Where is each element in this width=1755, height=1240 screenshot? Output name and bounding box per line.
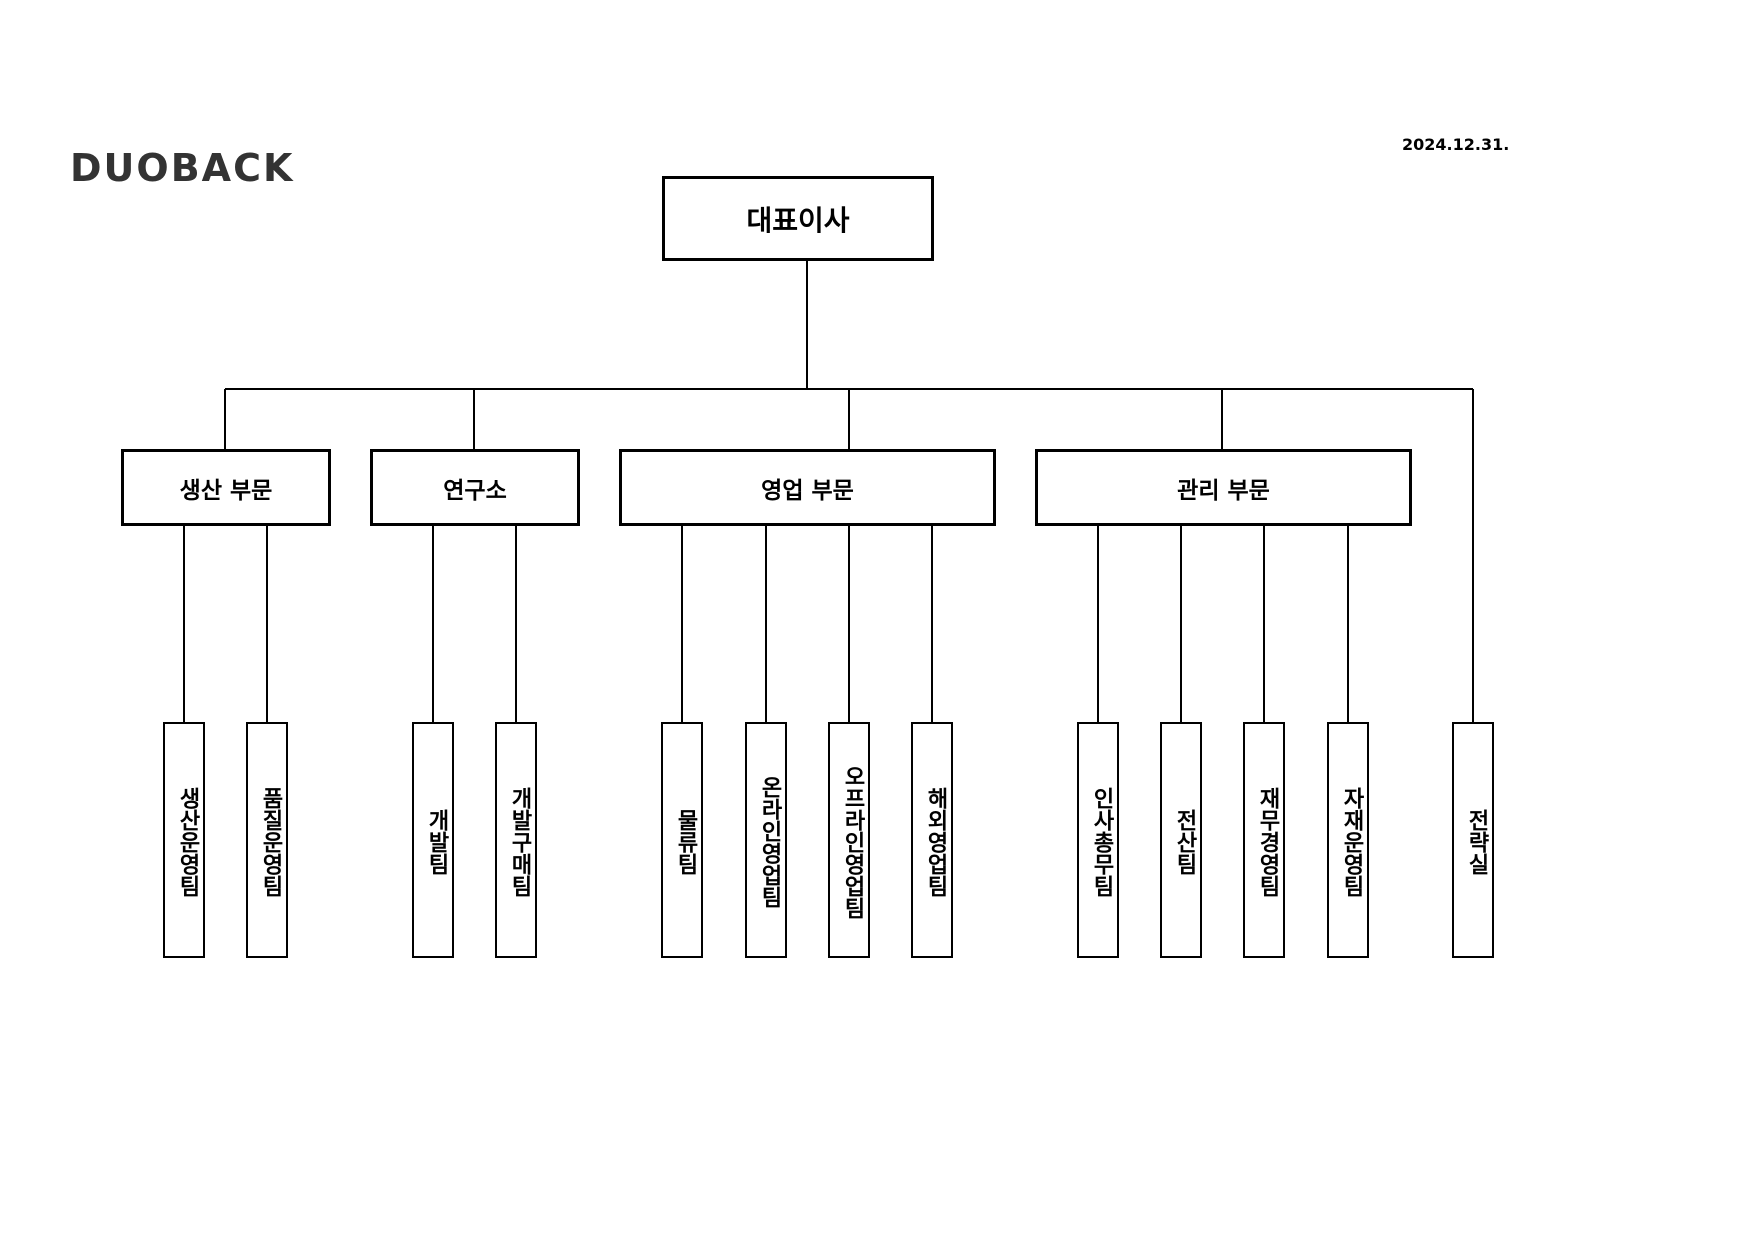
team-label: 오프라인영업팀 <box>840 765 865 919</box>
company-logo: DUOBACK <box>70 146 295 190</box>
team-box: 품질운영팀 <box>246 722 288 958</box>
team-label: 생산운영팀 <box>175 787 200 897</box>
team-box: 인사총무팀 <box>1077 722 1119 958</box>
team-label: 개발구매팀 <box>507 787 532 897</box>
team-label: 물류팀 <box>673 809 698 875</box>
team-label: 인사총무팀 <box>1089 787 1114 897</box>
ceo-box: 대표이사 <box>662 176 934 261</box>
division-label: 영업 부문 <box>761 477 854 504</box>
team-label: 품질운영팀 <box>258 787 283 897</box>
division-admin: 관리 부문 <box>1035 449 1412 526</box>
division-label: 연구소 <box>443 477 507 504</box>
team-box: 개발팀 <box>412 722 454 958</box>
team-box: 자재운영팀 <box>1327 722 1369 958</box>
ceo-label: 대표이사 <box>746 203 850 237</box>
team-label: 개발팀 <box>424 809 449 875</box>
team-box: 개발구매팀 <box>495 722 537 958</box>
team-label: 전략실 <box>1464 809 1489 875</box>
team-label: 해외영업팀 <box>923 787 948 897</box>
team-box: 물류팀 <box>661 722 703 958</box>
team-box: 해외영업팀 <box>911 722 953 958</box>
division-label: 관리 부문 <box>1177 477 1270 504</box>
team-box: 전산팀 <box>1160 722 1202 958</box>
team-box: 온라인영업팀 <box>745 722 787 958</box>
team-box: 생산운영팀 <box>163 722 205 958</box>
division-label: 생산 부문 <box>179 477 273 504</box>
team-box: 재무경영팀 <box>1243 722 1285 958</box>
chart-date: 2024.12.31. <box>1402 135 1510 154</box>
team-label: 재무경영팀 <box>1255 787 1280 897</box>
team-label: 온라인영업팀 <box>757 776 782 908</box>
division-production: 생산 부문 <box>121 449 331 526</box>
team-label: 전산팀 <box>1172 809 1197 875</box>
team-box: 오프라인영업팀 <box>828 722 870 958</box>
division-sales: 영업 부문 <box>619 449 996 526</box>
strategy-office-box: 전략실 <box>1452 722 1494 958</box>
team-label: 자재운영팀 <box>1339 787 1364 897</box>
division-lab: 연구소 <box>370 449 580 526</box>
